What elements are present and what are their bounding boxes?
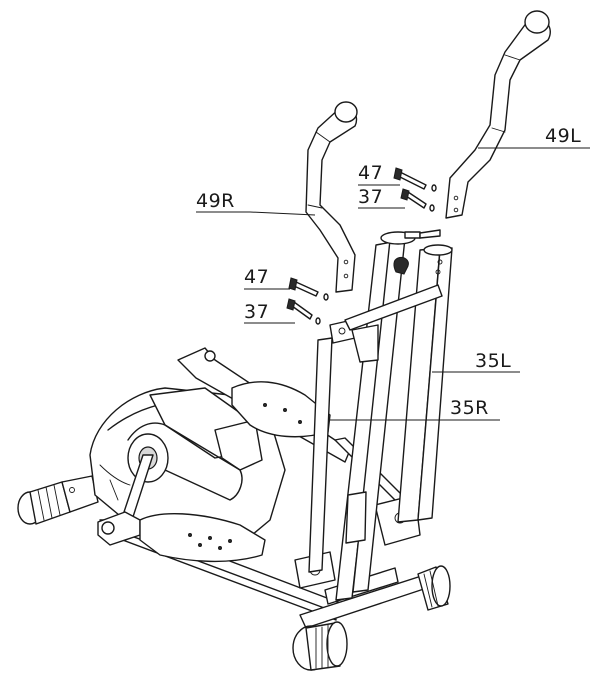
bolt-47-lower [288, 277, 329, 301]
callout-49r: 49R [196, 190, 235, 212]
callout-35l: 35L [475, 350, 511, 372]
handlebar-49l [445, 10, 551, 219]
callout-49l: 49L [545, 125, 581, 147]
rear-stabilizer-cap [17, 475, 99, 525]
front-left-wheel [292, 621, 348, 671]
cross-bar [344, 284, 443, 363]
callout-47-lower: 47 [244, 266, 269, 288]
flywheel-housing [89, 387, 286, 546]
callout-35r: 35R [450, 397, 489, 419]
callout-37-lower: 37 [244, 301, 269, 323]
upright-tube-35l [397, 244, 453, 523]
bolt-47-upper [393, 167, 437, 192]
handlebar-49r [305, 101, 358, 293]
callout-leaders [196, 147, 590, 421]
bolt-37-upper [400, 188, 435, 212]
bolt-37-lower [286, 298, 321, 325]
callout-37-upper: 37 [358, 186, 383, 208]
front-right-wheel [417, 565, 451, 611]
callout-47-upper: 47 [358, 162, 383, 184]
left-pedal-assembly [97, 454, 266, 563]
